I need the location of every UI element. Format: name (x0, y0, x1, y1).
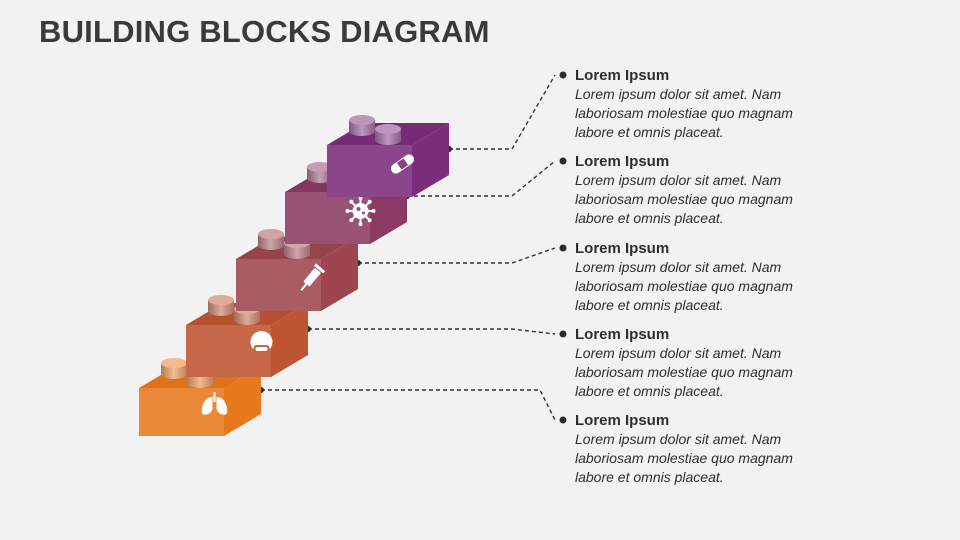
item-heading: Lorem Ipsum (575, 326, 670, 343)
block-stud (349, 115, 375, 136)
block-4 (186, 295, 308, 377)
connector-line (449, 74, 556, 150)
connector-line (358, 247, 556, 264)
item-text: Lorem ipsum dolor sit amet. Nam laborios… (575, 86, 793, 140)
block-front-face (285, 192, 370, 244)
block-stud (307, 162, 333, 183)
connector-end-dot (559, 157, 567, 165)
block-front-face (139, 388, 224, 436)
virus-icon (345, 196, 376, 226)
block-side-face (224, 366, 261, 436)
connector-end-dot (559, 330, 567, 338)
connector-end-dot (559, 416, 567, 424)
block-stud (284, 238, 310, 259)
connector-end-dot (559, 71, 567, 79)
item-text: Lorem ipsum dolor sit amet. Nam laborios… (575, 259, 793, 313)
block-1 (327, 115, 449, 197)
text-item-1: Lorem Ipsum Lorem ipsum dolor sit amet. … (575, 67, 835, 142)
block-stud (375, 124, 401, 145)
connector-line (407, 160, 556, 197)
connector-end-dot (559, 244, 567, 252)
item-heading: Lorem Ipsum (575, 412, 670, 429)
text-item-5: Lorem Ipsum Lorem ipsum dolor sit amet. … (575, 412, 835, 487)
syringe-icon (300, 263, 326, 291)
lungs-icon (201, 392, 228, 415)
block-stud (161, 358, 187, 379)
block-side-face (271, 303, 308, 377)
text-item-2: Lorem Ipsum Lorem ipsum dolor sit amet. … (575, 153, 835, 228)
item-heading: Lorem Ipsum (575, 67, 670, 84)
text-item-3: Lorem Ipsum Lorem ipsum dolor sit amet. … (575, 240, 835, 315)
block-stud (258, 229, 284, 250)
connector-line (261, 389, 556, 421)
block-side-face (321, 237, 358, 311)
item-heading: Lorem Ipsum (575, 153, 670, 170)
face-mask-icon (250, 331, 273, 353)
page-title: BUILDING BLOCKS DIAGRAM (39, 14, 490, 49)
item-text: Lorem ipsum dolor sit amet. Nam laborios… (575, 431, 793, 485)
bandage-icon (390, 154, 415, 174)
text-item-4: Lorem Ipsum Lorem ipsum dolor sit amet. … (575, 326, 835, 401)
block-stud (208, 295, 234, 316)
blocks (139, 115, 449, 436)
item-heading: Lorem Ipsum (575, 240, 670, 257)
connector-line (308, 328, 556, 335)
item-text: Lorem ipsum dolor sit amet. Nam laborios… (575, 172, 793, 226)
block-side-face (412, 123, 449, 197)
item-text: Lorem ipsum dolor sit amet. Nam laborios… (575, 345, 793, 399)
